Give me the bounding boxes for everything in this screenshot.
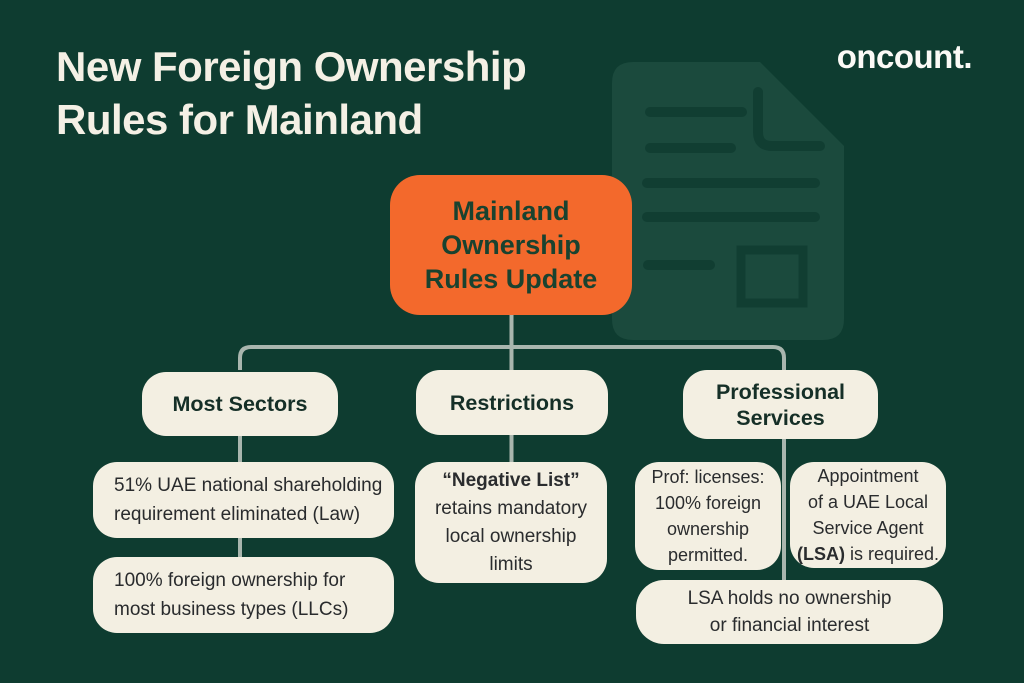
card-negative-list: “Negative List” retains mandatory local … xyxy=(415,462,607,583)
card-51-line1: 51% UAE national shareholding xyxy=(114,475,383,496)
document-text-lines xyxy=(642,107,820,270)
connector-horizontal-bar xyxy=(238,345,786,370)
card-lsa-appointment: Appointment of a UAE Local Service Agent… xyxy=(790,462,946,568)
card-negative-list-line3: local ownership xyxy=(445,525,577,547)
card-100-line2: most business types (LLCs) xyxy=(114,599,349,620)
card-prof-licenses: Prof: licenses: 100% foreign ownership p… xyxy=(635,462,781,570)
page-title: New Foreign Ownership Rules for Mainland xyxy=(56,40,527,146)
card-negative-list-line2: retains mandatory xyxy=(434,497,588,519)
card-100-percent-foreign-ownership: 100% foreign ownership for most business… xyxy=(93,557,394,633)
card-appointment-lsa-bold: (LSA) xyxy=(796,544,845,564)
card-appointment-line4: (LSA) is required. xyxy=(797,541,939,567)
branch-header-professional-services: Professional Services xyxy=(683,370,878,439)
card-appointment-line4-rest: is required. xyxy=(844,544,940,564)
card-appointment-line1: Appointment xyxy=(817,466,919,486)
document-shape xyxy=(612,62,844,340)
root-node-line3: Rules Update xyxy=(424,264,598,294)
brand-logo: oncount. xyxy=(836,38,973,75)
branch-header-professional-line1: Professional xyxy=(715,379,846,404)
card-lsa-line1: LSA holds no ownership xyxy=(687,588,892,609)
branch-header-most-sectors: Most Sectors xyxy=(142,372,338,436)
card-51-line2: requirement eliminated (Law) xyxy=(114,504,361,525)
root-node-line2: Ownership xyxy=(441,230,581,260)
branch-header-professional-line2: Services xyxy=(736,405,825,430)
branch-header-restrictions: Restrictions xyxy=(416,370,608,435)
root-node-mainland-ownership-rules-update: Mainland Ownership Rules Update xyxy=(390,175,632,315)
card-51-percent-requirement-eliminated: 51% UAE national shareholding requiremen… xyxy=(93,462,394,538)
card-appointment-line3: Service Agent xyxy=(812,518,924,538)
card-prof-line4: permitted. xyxy=(667,545,749,565)
card-prof-line3: ownership xyxy=(666,519,750,539)
card-prof-line1: Prof: licenses: xyxy=(651,467,765,487)
root-node-line1: Mainland xyxy=(452,196,570,226)
card-100-line1: 100% foreign ownership for xyxy=(114,570,346,591)
card-prof-line2: 100% foreign xyxy=(654,493,762,513)
card-negative-list-line4: limits xyxy=(489,553,533,575)
branch-header-restrictions-label: Restrictions xyxy=(449,390,575,415)
card-negative-list-line1: “Negative List” xyxy=(442,469,580,491)
page-title-line2: Rules for Mainland xyxy=(56,96,423,143)
card-lsa-no-ownership: LSA holds no ownership or financial inte… xyxy=(636,580,943,644)
page-title-line1: New Foreign Ownership xyxy=(56,43,527,90)
card-appointment-line2: of a UAE Local xyxy=(807,492,929,512)
document-square-detail xyxy=(736,245,808,308)
document-fold-crease xyxy=(753,87,825,151)
card-lsa-line2: or financial interest xyxy=(709,615,870,636)
branch-header-most-sectors-label: Most Sectors xyxy=(172,392,308,416)
